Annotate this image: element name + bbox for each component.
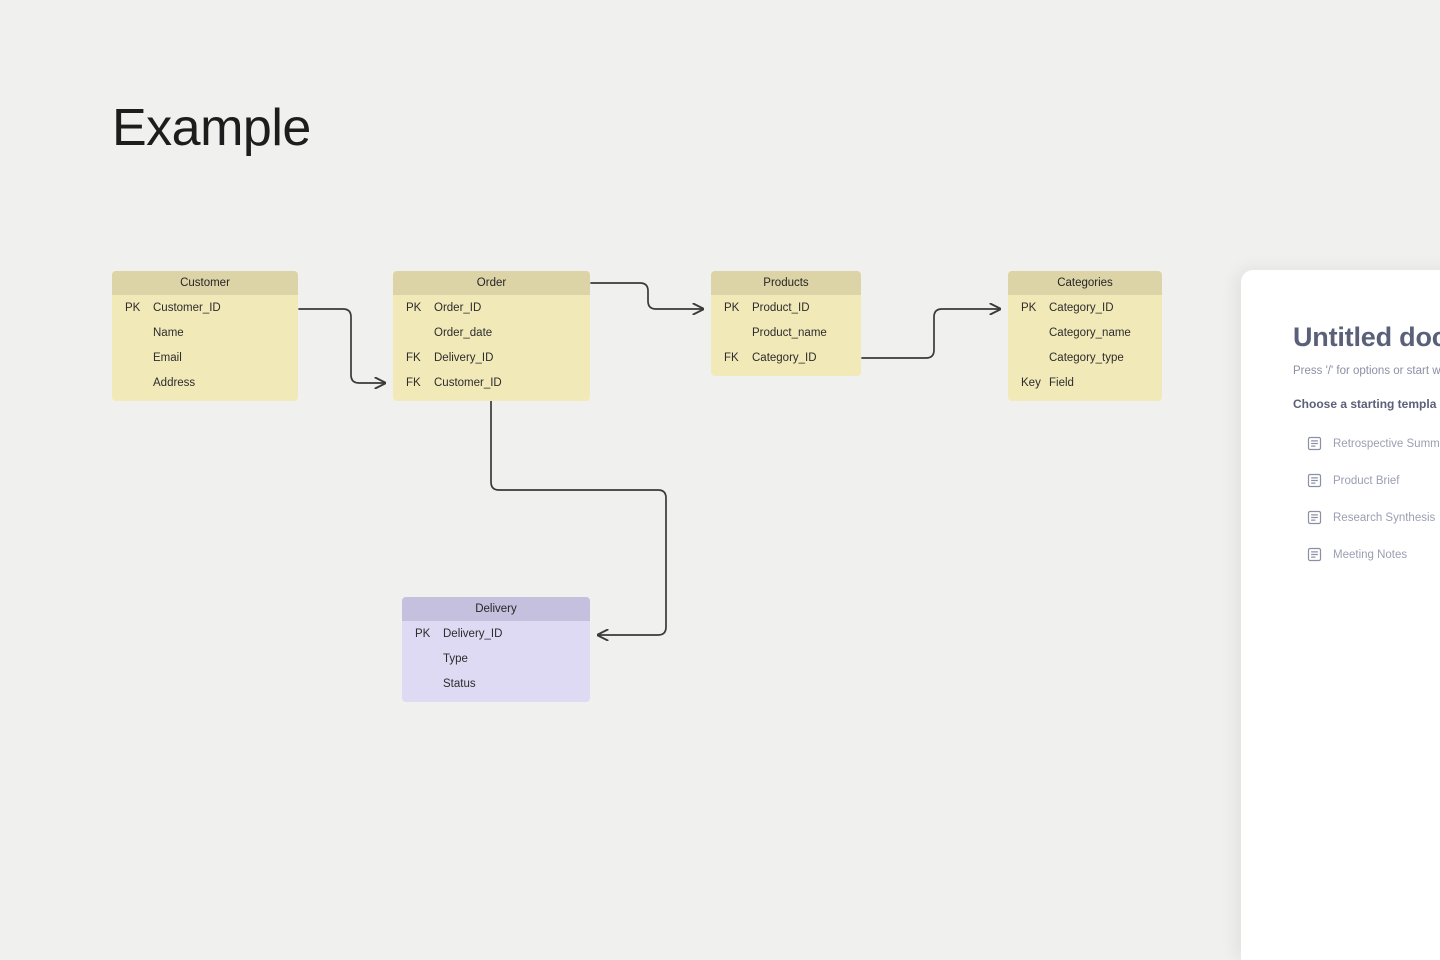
row-field: Email bbox=[153, 351, 182, 364]
table-row: Order_date bbox=[393, 320, 590, 345]
document-panel: Untitled doc Press '/' for options or st… bbox=[1241, 270, 1440, 960]
table-row: Status bbox=[402, 671, 590, 696]
table-row: PK Delivery_ID bbox=[402, 621, 590, 646]
template-item-label: Product Brief bbox=[1333, 474, 1400, 487]
table-row: Category_name bbox=[1008, 320, 1162, 345]
entity-fields: PK Order_ID Order_date FK Delivery_ID FK… bbox=[393, 295, 590, 401]
entity-title: Customer bbox=[112, 271, 298, 295]
entity-fields: PK Delivery_ID Type Status bbox=[402, 621, 590, 702]
table-row: Address bbox=[112, 370, 298, 395]
row-key: FK bbox=[406, 376, 421, 389]
row-key: PK bbox=[724, 301, 740, 314]
template-list: Retrospective Summar Product Brief bbox=[1293, 425, 1440, 573]
row-field: Type bbox=[443, 652, 468, 665]
table-row: Type bbox=[402, 646, 590, 671]
entity-fields: PK Product_ID Product_name FK Category_I… bbox=[711, 295, 861, 376]
entity-products[interactable]: Products PK Product_ID Product_name FK C… bbox=[711, 271, 861, 376]
row-field: Category_ID bbox=[1049, 301, 1114, 314]
entity-fields: PK Category_ID Category_name Category_ty… bbox=[1008, 295, 1162, 401]
row-key: FK bbox=[724, 351, 739, 364]
row-key: PK bbox=[125, 301, 141, 314]
table-row: Name bbox=[112, 320, 298, 345]
connector-customer-order bbox=[298, 308, 385, 383]
entity-fields: PK Customer_ID Name Email Address bbox=[112, 295, 298, 401]
table-row: FK Category_ID bbox=[711, 345, 861, 370]
row-key: PK bbox=[406, 301, 422, 314]
template-item-research-synthesis[interactable]: Research Synthesis bbox=[1293, 499, 1440, 536]
document-icon bbox=[1307, 436, 1322, 451]
row-field: Order_ID bbox=[434, 301, 482, 314]
entity-categories[interactable]: Categories PK Category_ID Category_name … bbox=[1008, 271, 1162, 401]
connector-order-products bbox=[590, 282, 703, 309]
document-title[interactable]: Untitled doc bbox=[1293, 322, 1440, 352]
document-icon bbox=[1307, 473, 1322, 488]
template-item-label: Research Synthesis bbox=[1333, 511, 1436, 524]
row-key: PK bbox=[1021, 301, 1037, 314]
row-field: Delivery_ID bbox=[434, 351, 494, 364]
row-field: Category_type bbox=[1049, 351, 1124, 364]
entity-title: Products bbox=[711, 271, 861, 295]
template-item-retrospective-summary[interactable]: Retrospective Summar bbox=[1293, 425, 1440, 462]
connector-products-categories bbox=[861, 309, 1000, 359]
table-row: Category_type bbox=[1008, 345, 1162, 370]
row-key: FK bbox=[406, 351, 421, 364]
table-row: Email bbox=[112, 345, 298, 370]
row-field: Customer_ID bbox=[434, 376, 502, 389]
table-row: PK Product_ID bbox=[711, 295, 861, 320]
row-key: PK bbox=[415, 627, 431, 640]
page-title: Example bbox=[112, 99, 311, 157]
row-field: Delivery_ID bbox=[443, 627, 503, 640]
row-field: Product_ID bbox=[752, 301, 810, 314]
table-row: Key Field bbox=[1008, 370, 1162, 395]
row-field: Category_ID bbox=[752, 351, 817, 364]
table-row: Product_name bbox=[711, 320, 861, 345]
table-row: PK Customer_ID bbox=[112, 295, 298, 320]
row-field: Category_name bbox=[1049, 326, 1131, 339]
entity-order[interactable]: Order PK Order_ID Order_date FK Delivery… bbox=[393, 271, 590, 401]
table-row: PK Order_ID bbox=[393, 295, 590, 320]
row-field: Status bbox=[443, 677, 476, 690]
row-field: Address bbox=[153, 376, 196, 389]
document-icon bbox=[1307, 547, 1322, 562]
row-field: Order_date bbox=[434, 326, 493, 339]
entity-title: Delivery bbox=[402, 597, 590, 621]
table-row: PK Category_ID bbox=[1008, 295, 1162, 320]
document-icon bbox=[1307, 510, 1322, 525]
row-field: Name bbox=[153, 326, 184, 339]
entity-title: Order bbox=[393, 271, 590, 295]
entity-title: Categories bbox=[1008, 271, 1162, 295]
row-field: Product_name bbox=[752, 326, 827, 339]
table-row: FK Delivery_ID bbox=[393, 345, 590, 370]
templates-heading: Choose a starting templa bbox=[1293, 397, 1437, 411]
row-field: Customer_ID bbox=[153, 301, 221, 314]
document-body-placeholder[interactable]: Press '/' for options or start w bbox=[1293, 365, 1440, 377]
document-panel-content: Untitled doc Press '/' for options or st… bbox=[1241, 270, 1440, 573]
template-item-label: Meeting Notes bbox=[1333, 548, 1408, 561]
template-item-product-brief[interactable]: Product Brief bbox=[1293, 462, 1440, 499]
entity-delivery[interactable]: Delivery PK Delivery_ID Type Status bbox=[402, 597, 590, 702]
table-row: FK Customer_ID bbox=[393, 370, 590, 395]
entity-customer[interactable]: Customer PK Customer_ID Name Email Addre… bbox=[112, 271, 298, 401]
template-item-meeting-notes[interactable]: Meeting Notes bbox=[1293, 536, 1440, 573]
row-key: Key bbox=[1021, 376, 1041, 389]
row-field: Field bbox=[1049, 376, 1074, 389]
template-item-label: Retrospective Summar bbox=[1333, 437, 1440, 450]
